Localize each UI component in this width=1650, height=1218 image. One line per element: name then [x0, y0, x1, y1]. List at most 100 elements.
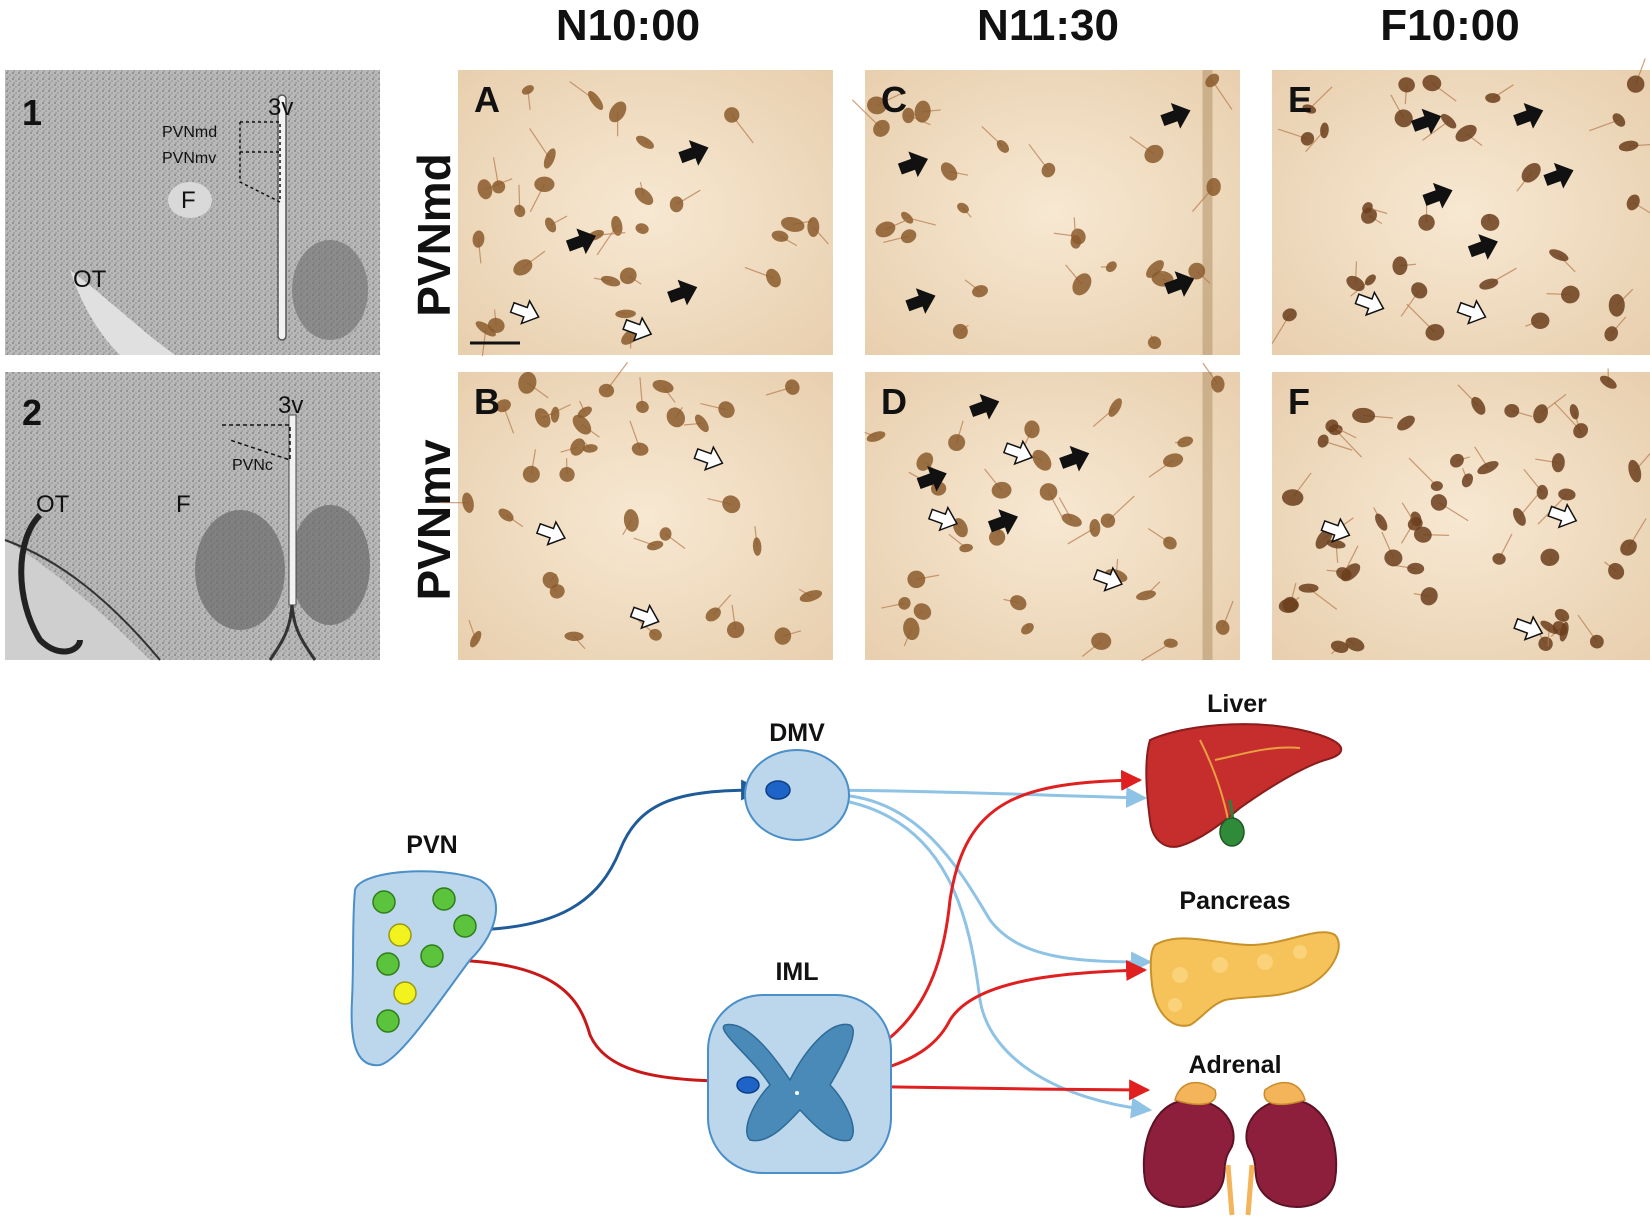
stained-neuron: [1061, 513, 1082, 527]
liver-icon: [1145, 723, 1343, 848]
panel-letter: B: [474, 381, 500, 422]
stained-neuron: [666, 407, 686, 428]
stained-neuron: [1021, 623, 1034, 635]
stained-neuron: [1589, 634, 1604, 649]
stained-neuron: [472, 230, 485, 248]
stained-neuron: [498, 508, 514, 522]
black-arrow: [1467, 234, 1498, 260]
white-arrow: [1002, 439, 1033, 466]
stained-neuron: [1317, 434, 1329, 448]
stained-neuron: [1089, 518, 1101, 537]
panel-letter: E: [1288, 79, 1312, 120]
stained-neuron: [1302, 104, 1317, 114]
stained-neuron: [1533, 404, 1548, 424]
stained-neuron: [1320, 122, 1329, 139]
stained-neuron: [634, 187, 654, 206]
stained-neuron: [718, 401, 735, 419]
stained-neuron: [1091, 632, 1112, 650]
stained-neuron: [726, 621, 745, 639]
stained-neuron: [724, 107, 740, 123]
stained-neuron: [1108, 398, 1122, 417]
stained-neuron: [752, 537, 762, 556]
stained-neuron: [1397, 415, 1415, 431]
stained-neuron: [636, 135, 654, 149]
black-arrow: [1160, 103, 1191, 129]
column-header-3: F10:00: [1380, 1, 1519, 50]
stained-neuron: [1540, 548, 1560, 567]
black-arrow: [987, 509, 1018, 535]
atlas-1-F: F: [181, 187, 196, 214]
black-arrow: [1164, 271, 1195, 297]
stained-neuron: [902, 107, 915, 124]
stained-neuron: [1024, 420, 1040, 439]
pancreas-label: Pancreas: [1179, 887, 1290, 915]
stained-neuron: [916, 452, 934, 471]
stained-neuron: [875, 221, 896, 238]
stained-neuron: [1504, 403, 1520, 418]
neurite: [1335, 429, 1363, 458]
stained-neuron: [873, 119, 890, 137]
stained-neuron: [588, 90, 604, 110]
neurite: [1422, 120, 1449, 141]
stained-neuron: [1407, 562, 1425, 575]
stained-neuron: [1618, 140, 1639, 152]
stained-neuron: [1626, 194, 1640, 211]
stained-neuron: [989, 529, 1006, 546]
stained-neuron: [1384, 549, 1403, 567]
stained-neuron: [611, 215, 623, 236]
stained-neuron: [1554, 608, 1570, 622]
panel-letter: C: [881, 79, 907, 120]
white-arrow: [1354, 290, 1385, 317]
stained-neuron: [1540, 620, 1558, 634]
pvn-to-dmv-path: [464, 779, 763, 932]
stained-neuron: [1364, 274, 1376, 286]
panel-letter: D: [881, 381, 907, 422]
white-arrow: [1513, 615, 1544, 641]
white-arrow: [1092, 566, 1123, 592]
panel-letter: A: [474, 79, 500, 120]
black-arrow: [678, 140, 709, 166]
stained-neuron: [1569, 404, 1579, 420]
stained-neuron: [1440, 113, 1457, 129]
stained-neuron: [1455, 124, 1477, 142]
stained-neuron: [1105, 261, 1117, 273]
stained-neuron: [1298, 583, 1319, 593]
stained-neuron: [898, 596, 911, 610]
stained-neuron: [495, 399, 511, 413]
stained-neuron: [1100, 513, 1116, 528]
stained-neuron: [1612, 113, 1626, 127]
black-arrow: [905, 288, 936, 314]
stained-neuron: [1188, 262, 1206, 280]
row-header-md: PVNmd: [408, 153, 460, 317]
stained-neuron: [1282, 308, 1297, 322]
atlas-1-pvnmv: PVNmv: [162, 150, 216, 167]
stained-neuron: [549, 584, 565, 599]
stained-neuron: [649, 628, 662, 641]
stained-neuron: [991, 481, 1012, 499]
black-arrow: [1543, 162, 1574, 189]
stained-neuron: [1136, 590, 1156, 601]
stained-neuron: [1345, 637, 1365, 652]
micrograph-panel: A: [458, 70, 833, 357]
pancreas-icon: [1149, 931, 1340, 1027]
stained-neuron: [572, 414, 592, 435]
stained-neuron: [1394, 109, 1413, 128]
stained-neuron: [1422, 74, 1442, 92]
stained-neuron: [1425, 323, 1445, 341]
stained-neuron: [799, 590, 823, 603]
micrograph-panel: C: [851, 70, 1240, 355]
stained-neuron: [1398, 77, 1415, 93]
stained-neuron: [948, 434, 966, 452]
atlas-2-pvnc: PVNc: [232, 457, 273, 474]
black-arrow: [667, 279, 698, 306]
stained-neuron: [765, 268, 781, 288]
stained-neuron: [1573, 423, 1589, 439]
atlas-1-OT: OT: [73, 266, 107, 293]
stained-neuron: [1549, 249, 1569, 262]
atlas-1-3v: 3v: [268, 94, 293, 121]
white-arrow: [629, 603, 660, 630]
stained-neuron: [940, 162, 958, 181]
stained-neuron: [1211, 375, 1225, 393]
black-arrow: [969, 394, 1000, 420]
